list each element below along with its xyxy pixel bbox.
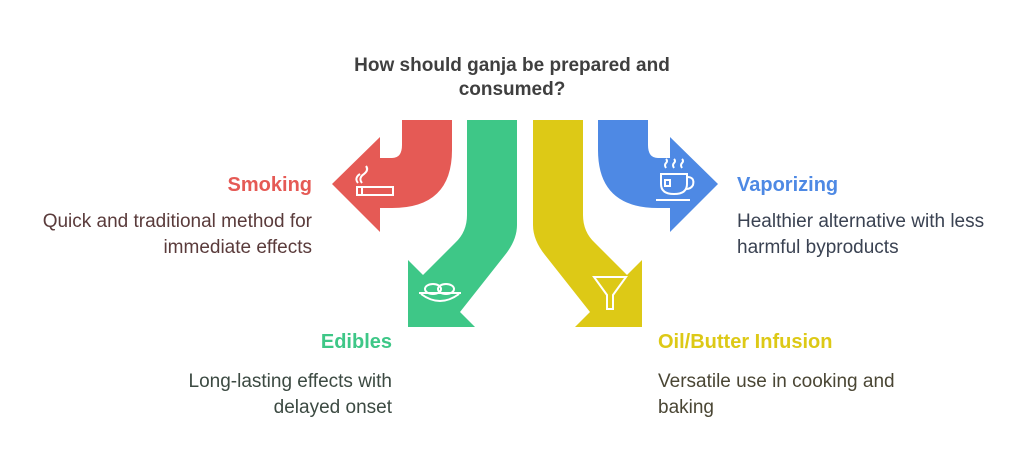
smoking-description: Quick and traditional method for immedia… xyxy=(42,211,312,258)
oil-description: Versatile use in cooking and baking xyxy=(658,371,895,418)
cookie-bowl-icon xyxy=(419,283,461,302)
vaporizing-arrow xyxy=(598,120,718,232)
oil-label: Oil/Butter Infusion xyxy=(658,331,833,353)
edibles-description: Long-lasting effects with delayed onset xyxy=(188,371,393,418)
edibles-arrow xyxy=(408,120,517,327)
smoking-arrow xyxy=(332,120,452,232)
oil-arrow xyxy=(533,120,642,327)
diagram-title: How should ganja be prepared and consume… xyxy=(354,55,670,100)
cigarette-icon xyxy=(355,165,394,196)
smoking-label: Smoking xyxy=(227,174,312,196)
vaporizing-label: Vaporizing xyxy=(737,174,839,196)
funnel-icon xyxy=(592,276,628,310)
edibles-label: Edibles xyxy=(320,331,392,353)
tea-cup-icon xyxy=(656,158,695,201)
vaporizing-description: Healthier alternative with less harmful … xyxy=(737,211,985,258)
